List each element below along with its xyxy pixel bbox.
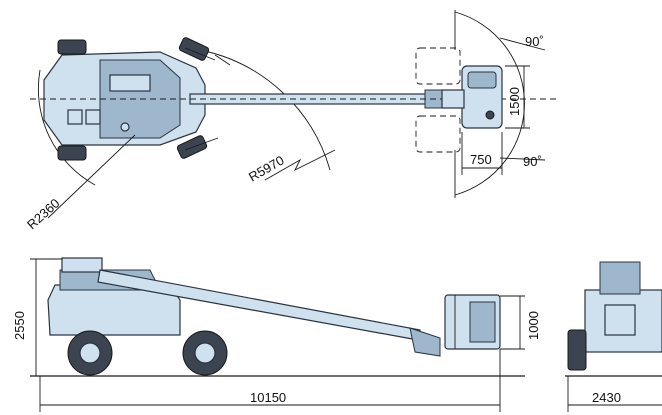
stowed-length-label: 10150 [250,390,286,405]
inner-turning-arc [37,69,96,186]
turn-radius-outer-label: R5970 [246,152,287,184]
platform-width-label: 1500 [507,87,522,116]
rear-view: 2430 [565,261,662,412]
platform-top [415,10,546,198]
platform-rotation-top-label: 90˚ [525,34,544,49]
top-view: R2360 R5970 90˚ 90˚ 1500 750 [24,10,560,232]
platform-rail-height-label: 1000 [526,311,541,340]
platform-rotation-bottom-label: 90˚ [523,154,542,169]
platform-side [444,294,501,350]
wheels-side [67,330,228,376]
turn-radius-inner-label: R2360 [24,195,63,232]
side-view: 2550 1000 10150 [12,257,541,412]
chassis-top [43,37,219,161]
machine-width-label: 2430 [592,390,621,405]
platform-depth-label: 750 [470,152,492,167]
outer-turning-arc [199,49,331,171]
stowed-height-label: 2550 [12,311,27,340]
